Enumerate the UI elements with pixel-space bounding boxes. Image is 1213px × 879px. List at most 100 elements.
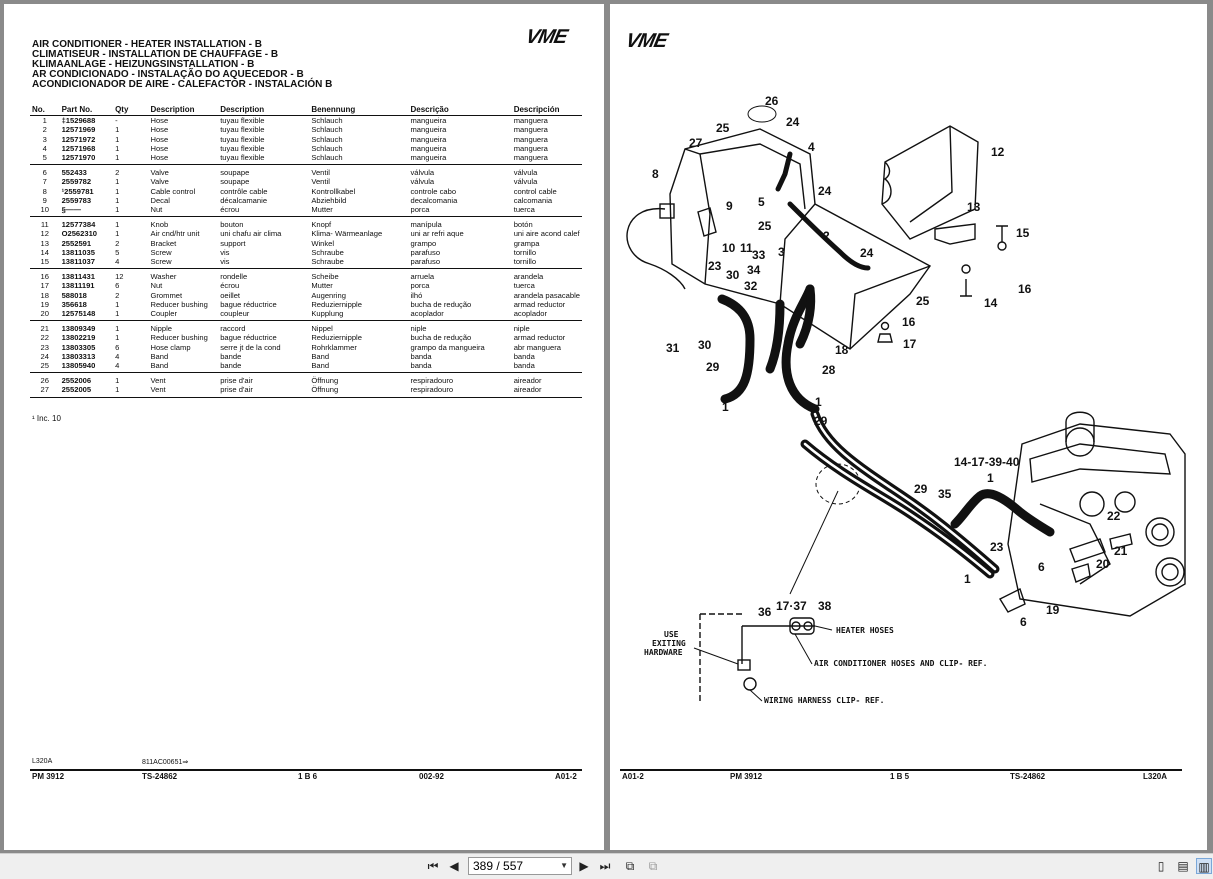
table-cell: Winkel [311,238,335,248]
table-cell: Vent [150,376,166,386]
table-cell: 1 [113,309,149,322]
table-cell: Ventil [311,177,330,187]
table-cell: Reducer bushing [150,333,208,343]
rotate-icon[interactable]: ⧉ [625,859,635,873]
table-cell: Screw [148,257,219,270]
table-cell: mangueira [410,134,447,144]
table-cell: Hose clamp [150,342,191,352]
table-cell: 5 [30,153,60,166]
table-cell: tornillo [513,247,537,257]
callout-3: 3 [778,245,785,259]
callout-38: 38 [818,599,832,613]
fit-page-icon[interactable]: ⧉ [648,859,658,873]
callout-21: 21 [1114,544,1128,558]
table-cell: tuyau flexible [220,125,265,135]
table-cell: bucha de redução [410,333,472,343]
table-cell: 1 [42,116,47,126]
table-cell: 12575148 [59,309,114,322]
table-cell: bande [218,361,310,374]
table-cell: ¹2559781 [61,186,94,196]
table-cell: 12571972 [61,134,96,144]
table-cell: Grommet [150,290,183,300]
table-cell: Vent [148,385,219,398]
table-cell: 6 [42,168,47,178]
table-cell: banda [513,351,535,361]
footer-right-pm: PM 3912 [730,772,763,781]
callout-30b: 30 [698,338,712,352]
table-cell: Cable control [150,186,196,196]
table-cell: bague réductrice [220,333,277,343]
table-cell: 10 [30,205,60,218]
table-cell: 12571970 [59,153,114,166]
table-cell: 356618 [61,299,87,309]
table-cell: 588018 [61,290,87,300]
footer-page: A01-2 [555,772,577,781]
table-cell: 12 [40,229,49,239]
table-cell: 1 [115,125,120,135]
table-cell: Washer [150,272,177,282]
next-page-icon[interactable]: ▶ [579,859,589,873]
title-fr: CLIMATISEUR - INSTALLATION DE CHAUFFAGE … [32,49,279,60]
footer-date: 002-92 [419,772,444,781]
col-part-no: Part No. [59,104,114,117]
table-cell: Hose [150,116,169,126]
footer-right-ts: TS-24862 [1010,772,1046,781]
table-cell: válvula [513,168,538,178]
table-cell: arandela [513,272,544,282]
table-cell: 12571969 [61,125,96,135]
table-cell: 12577384 [61,220,96,230]
table-cell: aireador [513,376,542,386]
table-cell: Schraube [311,247,344,257]
page-number-field[interactable]: 389 / 557 ▼ [468,857,572,875]
last-page-icon[interactable]: ⏭ [599,859,611,873]
table-cell: 11 [40,220,49,230]
continuous-view-icon[interactable]: ▤ [1177,859,1189,873]
footer-ts: TS-24862 [142,772,178,781]
table-cell: válvula [410,168,435,178]
left-page: VME AIR CONDITIONER - HEATER INSTALLATIO… [4,4,604,850]
previous-page-icon[interactable]: ◀ [449,859,459,873]
table-cell: 13 [40,238,49,248]
table-cell: manguera [513,143,548,153]
table-cell: - [115,116,118,126]
callout-29b: 29 [814,414,828,428]
table-cell: 1 [115,186,120,196]
table-cell: Hose [148,153,219,166]
callout-5: 5 [758,195,765,209]
table-cell: Mutter [311,281,333,291]
table-cell: 552433 [61,168,87,178]
two-page-view-icon[interactable]: ▥ [1196,858,1212,874]
first-page-icon[interactable]: ⏮ [427,859,439,873]
callout-29c: 29 [914,482,928,496]
table-cell: 1 [113,205,149,218]
table-cell: soupape [220,168,250,178]
callout-31: 31 [666,341,680,355]
callout-29a: 29 [706,360,720,374]
table-cell: armad reductor [513,333,566,343]
single-page-view-icon[interactable]: ▯ [1157,859,1165,873]
table-cell: Decal [150,195,170,205]
table-cell: 2552005 [59,385,114,398]
table-cell: 1 [113,153,149,166]
table-cell: manguera [513,125,548,135]
table-cell: vis [218,257,310,270]
callout-13: 13 [967,200,981,214]
chevron-down-icon[interactable]: ▼ [560,861,568,870]
table-cell: prise d'air [218,385,310,398]
table-cell: 18 [40,290,49,300]
callout-1a: 1 [722,400,729,414]
table-cell: Nipple [150,324,172,334]
callout-8: 8 [652,167,659,181]
table-cell: banda [410,351,432,361]
callout-1c: 1 [987,471,994,485]
